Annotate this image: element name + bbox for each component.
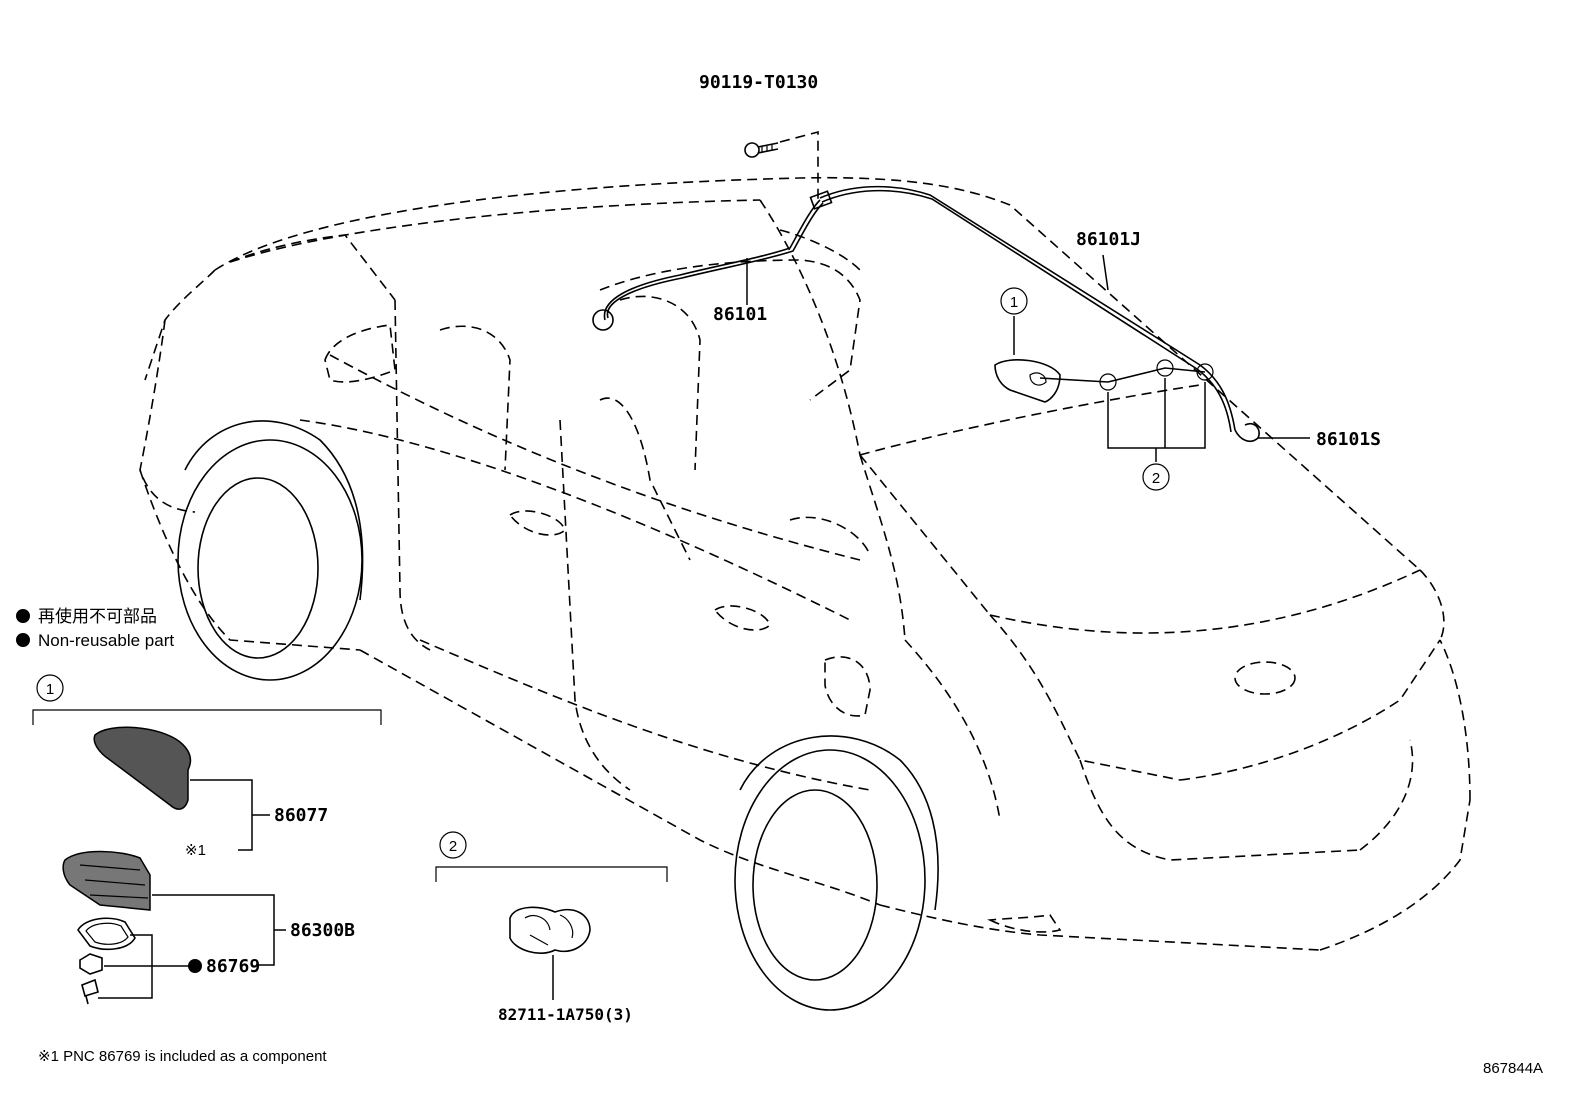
- antenna-cover-icon: [93, 726, 192, 810]
- front-wheel: [177, 420, 364, 681]
- non-reusable-bullet-icon: [16, 633, 30, 647]
- label-clip: 82711-1A750(3): [498, 1005, 633, 1024]
- label-bolt: 90119-T0130: [699, 72, 818, 93]
- bolt-icon: [744, 130, 819, 200]
- detail-two: 2 82711-1A750(3): [435, 831, 668, 1024]
- marker-one-main: 1: [1000, 287, 1028, 315]
- label-antenna-cord-front: 86101: [713, 304, 767, 325]
- antenna-assy-icon: [62, 850, 151, 911]
- clip-icon: [509, 906, 591, 954]
- footnote: ※1 PNC 86769 is included as a component: [38, 1048, 327, 1065]
- label-antenna-cord-s: 86101S: [1316, 429, 1381, 450]
- legend: 再使用不可部品 Non-reusable part: [16, 606, 174, 650]
- legend-en: Non-reusable part: [38, 631, 174, 650]
- svg-text:2: 2: [1152, 470, 1160, 487]
- svg-text:2: 2: [449, 838, 457, 855]
- label-antenna-assy: 86300B: [290, 920, 355, 941]
- rear-wheel: [734, 735, 939, 1011]
- diagram-id: 867844A: [1483, 1060, 1543, 1077]
- main-leaders: [746, 254, 1310, 462]
- nut-icon: [79, 953, 103, 975]
- svg-text:1: 1: [46, 681, 54, 698]
- non-reusable-bullet-icon: [16, 609, 30, 623]
- detail-one: 1 86077 ※1 86300B 86769: [32, 674, 382, 1005]
- antenna-cord: [592, 185, 1260, 442]
- label-gasket: 86769: [206, 956, 260, 977]
- label-antenna-cover: 86077: [274, 805, 328, 826]
- gasket-icon: [77, 917, 136, 951]
- svg-text:1: 1: [1010, 294, 1018, 311]
- marker-two-main: 2: [1142, 463, 1170, 491]
- label-antenna-cord-roof: 86101J: [1076, 229, 1141, 250]
- non-reusable-bullet-icon: [188, 959, 202, 973]
- legend-jp: 再使用不可部品: [38, 606, 157, 626]
- screw-icon: [81, 978, 99, 1005]
- star1-marker: ※1: [185, 842, 206, 859]
- car-body-outline: [139, 176, 1471, 951]
- roof-antenna-small: [994, 359, 1061, 403]
